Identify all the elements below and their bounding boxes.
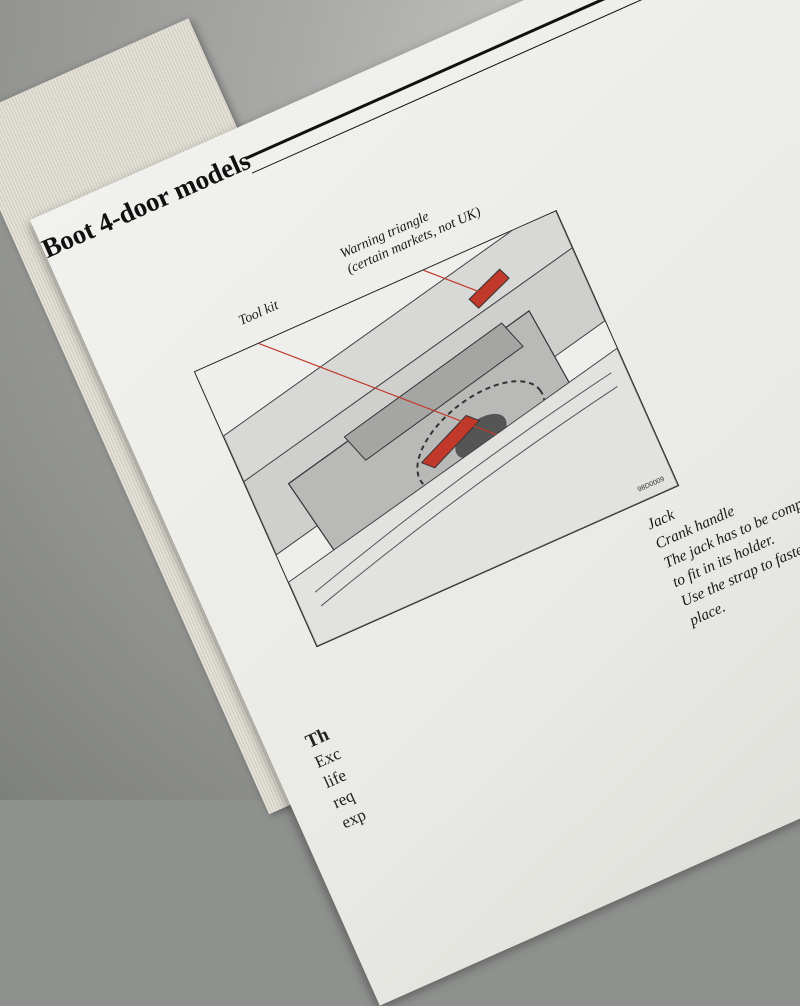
caption: Jack Crank handle The jack has to be com… (643, 413, 800, 631)
label-tool-kit: Tool kit (236, 298, 281, 329)
boot-drawing (195, 211, 678, 647)
warning-triangle-shape (468, 268, 510, 309)
left-column-text: Th Exc life req exp (302, 723, 371, 834)
leader-line-warning-triangle (410, 264, 490, 297)
manual-page: Boot 4-door models Tool kit Warning tria… (30, 0, 800, 1006)
tool-kit-shape (420, 414, 481, 469)
boot-illustration: 98D0009 (193, 210, 680, 648)
leader-line-tool-kit (245, 337, 497, 436)
